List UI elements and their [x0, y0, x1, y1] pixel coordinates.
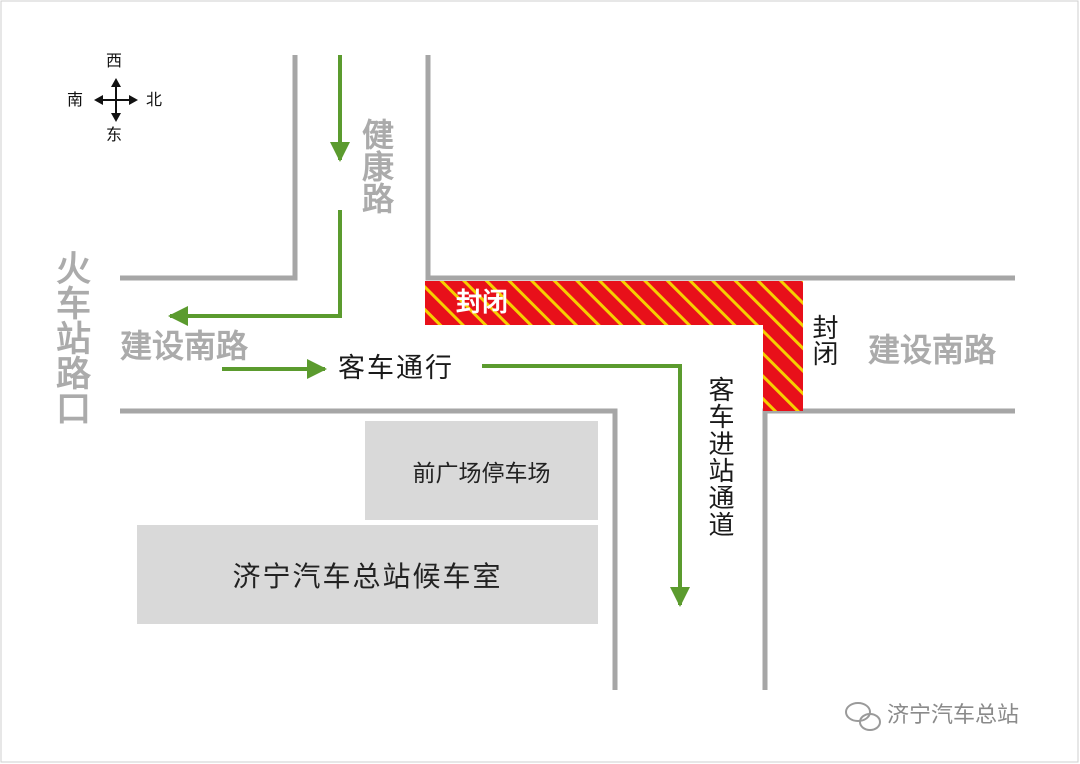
compass-arrow-up: [111, 78, 121, 87]
compass-arrowheads: [94, 78, 138, 122]
road-edge-bottom-left: [120, 408, 618, 690]
road-edge-top-right: [425, 55, 1015, 281]
closure-zone: [425, 281, 803, 411]
compass-label-left: 南: [67, 90, 84, 109]
road-label-jianshe-west: 建设南路: [120, 327, 249, 365]
compass-arrow-down: [111, 113, 121, 122]
road-label-jianshe-east: 建设南路: [868, 331, 997, 369]
compass-cross: [98, 82, 134, 118]
compass-label-top: 西: [106, 51, 123, 70]
compass-label-bottom: 东: [106, 125, 123, 144]
road-label-station-junction: 火车站路口: [50, 250, 90, 425]
arrow-turn-west: [168, 210, 342, 326]
compass-label-right: 北: [146, 90, 163, 109]
road-label-jiankang: 健康路: [357, 118, 395, 214]
building-front-plaza-parking: 前广场停车场: [365, 421, 598, 520]
road-edge-bottom-right: [762, 408, 1015, 690]
traffic-arrows: [168, 55, 690, 607]
watermark-text: 济宁汽车总站: [887, 703, 1020, 728]
closure-label-horizontal: 封闭: [456, 288, 509, 318]
route-label-through-traffic: 客车通行: [338, 353, 454, 384]
route-label-station-entry: 客车进站通道: [704, 376, 734, 538]
building-waiting-room-label: 济宁汽车总站候车室: [232, 559, 503, 593]
compass-arrow-left: [94, 95, 103, 105]
closure-label-vertical: 封闭: [808, 314, 838, 366]
arrow-station-entry: [482, 364, 690, 607]
compass-arrow-right: [129, 95, 138, 105]
building-parking-label: 前广场停车场: [412, 460, 551, 487]
wechat-icon: [845, 702, 881, 731]
road-edge-top-left: [120, 55, 298, 281]
building-waiting-room: 济宁汽车总站候车室: [137, 525, 598, 624]
